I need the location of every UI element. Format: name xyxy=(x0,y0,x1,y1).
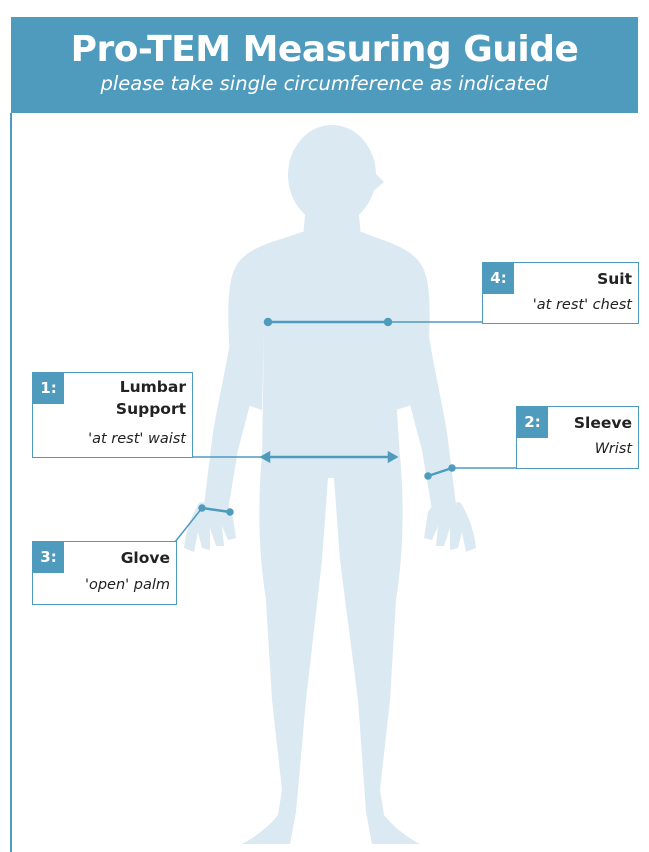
wrist-measure-point-left xyxy=(426,474,431,479)
callout-glove-number: 3: xyxy=(33,542,64,573)
callout-lumbar-label-line1: Lumbar xyxy=(120,377,186,397)
callout-suit-detail: 'at rest' chest xyxy=(533,295,632,315)
callout-glove-label: Glove xyxy=(121,548,170,568)
callout-sleeve: 2: Sleeve Wrist xyxy=(516,406,639,469)
callout-lumbar-detail: 'at rest' waist xyxy=(88,429,186,449)
callout-suit: 4: Suit 'at rest' chest xyxy=(482,262,639,324)
chest-measure-point-left xyxy=(265,319,271,325)
callout-glove-detail: 'open' palm xyxy=(85,575,170,595)
callout-glove: 3: Glove 'open' palm xyxy=(32,541,177,605)
callout-lumbar-number: 1: xyxy=(33,373,64,404)
callout-suit-number: 4: xyxy=(483,263,514,294)
callout-suit-label: Suit xyxy=(597,269,632,289)
callout-lumbar-label-line2: Support xyxy=(116,399,186,419)
callout-sleeve-detail: Wrist xyxy=(595,439,632,459)
callout-sleeve-label: Sleeve xyxy=(574,413,632,433)
palm-measure-point-right xyxy=(228,510,233,515)
body-silhouette xyxy=(184,125,476,844)
callout-lumbar-support: 1: Lumbar Support 'at rest' waist xyxy=(32,372,193,458)
callout-sleeve-number: 2: xyxy=(517,407,548,438)
